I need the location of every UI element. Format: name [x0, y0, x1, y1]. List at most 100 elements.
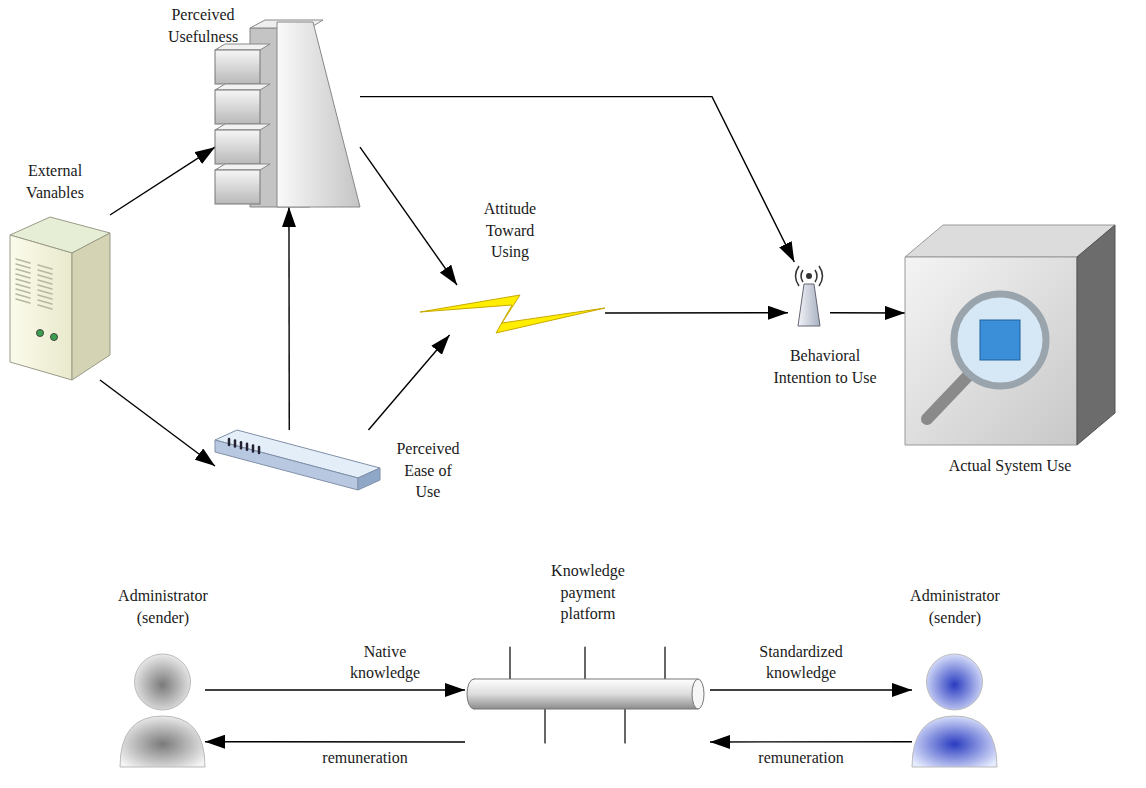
- vent-slot: [16, 274, 30, 278]
- diagram-node: Administrator (sender): [912, 652, 997, 767]
- arrow-connector: [288, 207, 290, 430]
- arrow-connector: [605, 312, 788, 314]
- lightning-bolt: [420, 295, 605, 333]
- rack-drawer: [215, 170, 260, 204]
- node-label: Administrator (sender): [108, 585, 218, 628]
- arrow-connector: [368, 335, 449, 430]
- vent-slot: [16, 264, 30, 268]
- node-icon: [912, 652, 997, 767]
- status-light: [37, 330, 44, 337]
- diagram-node: Attitude Toward Using: [420, 285, 605, 335]
- switch-port: [228, 439, 231, 445]
- vent-slot: [38, 275, 52, 279]
- tower-side: [72, 233, 110, 380]
- node-label: External Vanables: [15, 160, 95, 203]
- arrow-connector: [710, 689, 912, 690]
- drawer-top: [215, 164, 270, 170]
- rack-drawer: [215, 90, 260, 124]
- node-icon: [10, 215, 110, 380]
- radio-wave: [796, 266, 800, 286]
- arrow-connector: [205, 689, 465, 690]
- node-label: Attitude Toward Using: [473, 198, 548, 263]
- pipe-tick: [584, 647, 585, 679]
- node-label: Knowledge payment platform: [543, 560, 633, 625]
- pipe-tick: [624, 709, 625, 743]
- node-icon: [120, 652, 205, 767]
- node-icon: [215, 430, 380, 490]
- vent-slot: [16, 284, 30, 288]
- pipe-edge: [474, 709, 698, 710]
- vent-slot: [38, 290, 52, 294]
- edge-label: Native knowledge: [343, 641, 428, 684]
- switch-port: [240, 442, 243, 448]
- vent-slot: [38, 305, 52, 309]
- diagram-node: Actual System Use: [905, 225, 1115, 445]
- connector-group: [100, 97, 912, 742]
- antenna-mast: [798, 284, 820, 326]
- radio-wave: [815, 270, 817, 282]
- person-head: [135, 654, 191, 710]
- person-head: [927, 654, 983, 710]
- vent-slot: [38, 295, 52, 299]
- radio-wave: [801, 270, 803, 282]
- magnifier-square: [980, 320, 1020, 360]
- vent-slot: [38, 265, 52, 269]
- node-icon: [788, 262, 830, 327]
- radio-wave: [819, 266, 823, 286]
- vent-slot: [16, 289, 30, 293]
- switch-end: [358, 468, 380, 490]
- rack-panel: [277, 22, 360, 207]
- drawer-top: [215, 124, 270, 130]
- node-icon: [905, 225, 1115, 445]
- diagram-node: Behavioral Intention to Use: [788, 262, 830, 327]
- switch-port: [258, 447, 261, 453]
- box-front: [905, 257, 1077, 445]
- magnifier-lens: [954, 294, 1046, 386]
- vent-slot: [16, 269, 30, 273]
- pipe-edge: [474, 679, 698, 680]
- drawer-top: [215, 84, 270, 90]
- node-icon: [420, 285, 605, 335]
- pipe-tick: [509, 647, 510, 679]
- node-label: Behavioral Intention to Use: [760, 345, 890, 388]
- switch-port: [252, 445, 255, 451]
- arrow-connector: [360, 147, 457, 285]
- node-label: Perceived Usefulness: [158, 4, 248, 47]
- node-label: Perceived Ease of Use: [393, 438, 463, 503]
- diagram-node: Perceived Usefulness: [215, 20, 360, 207]
- node-label: Actual System Use: [949, 455, 1072, 477]
- vent-slot: [38, 280, 52, 284]
- vent-slot: [16, 294, 30, 298]
- magnifier-handle: [927, 377, 967, 419]
- diagram-node: Knowledge payment platform: [465, 645, 710, 745]
- edge-label: remuneration: [758, 747, 843, 769]
- edge-label: Standardized knowledge: [751, 641, 851, 684]
- switch-port: [234, 441, 237, 447]
- node-icon: [465, 645, 710, 745]
- rack-drawer: [215, 130, 260, 164]
- diagram-node: Administrator (sender): [120, 652, 205, 767]
- node-icon: [215, 20, 360, 207]
- vent-slot: [16, 259, 30, 263]
- vent-slot: [16, 279, 30, 283]
- pipe-body: [474, 679, 698, 709]
- edge-label: remuneration: [322, 747, 407, 769]
- vent-slot: [38, 285, 52, 289]
- vent-slot: [38, 300, 52, 304]
- switch-front: [215, 440, 358, 490]
- arrow-connector: [360, 97, 794, 262]
- arrow-connector: [100, 380, 215, 466]
- vent-slot: [16, 299, 30, 303]
- vent-slot: [38, 270, 52, 274]
- diagram-node: External Vanables: [10, 215, 110, 380]
- drawer-top: [215, 44, 270, 50]
- arrow-connector: [830, 312, 905, 314]
- person-body: [912, 716, 997, 767]
- arrow-connector: [110, 147, 215, 215]
- status-light: [51, 334, 58, 341]
- pipe-tick: [544, 709, 545, 743]
- pipe-tick: [664, 647, 665, 679]
- box-side: [1077, 225, 1115, 445]
- rack-drawer: [215, 50, 260, 84]
